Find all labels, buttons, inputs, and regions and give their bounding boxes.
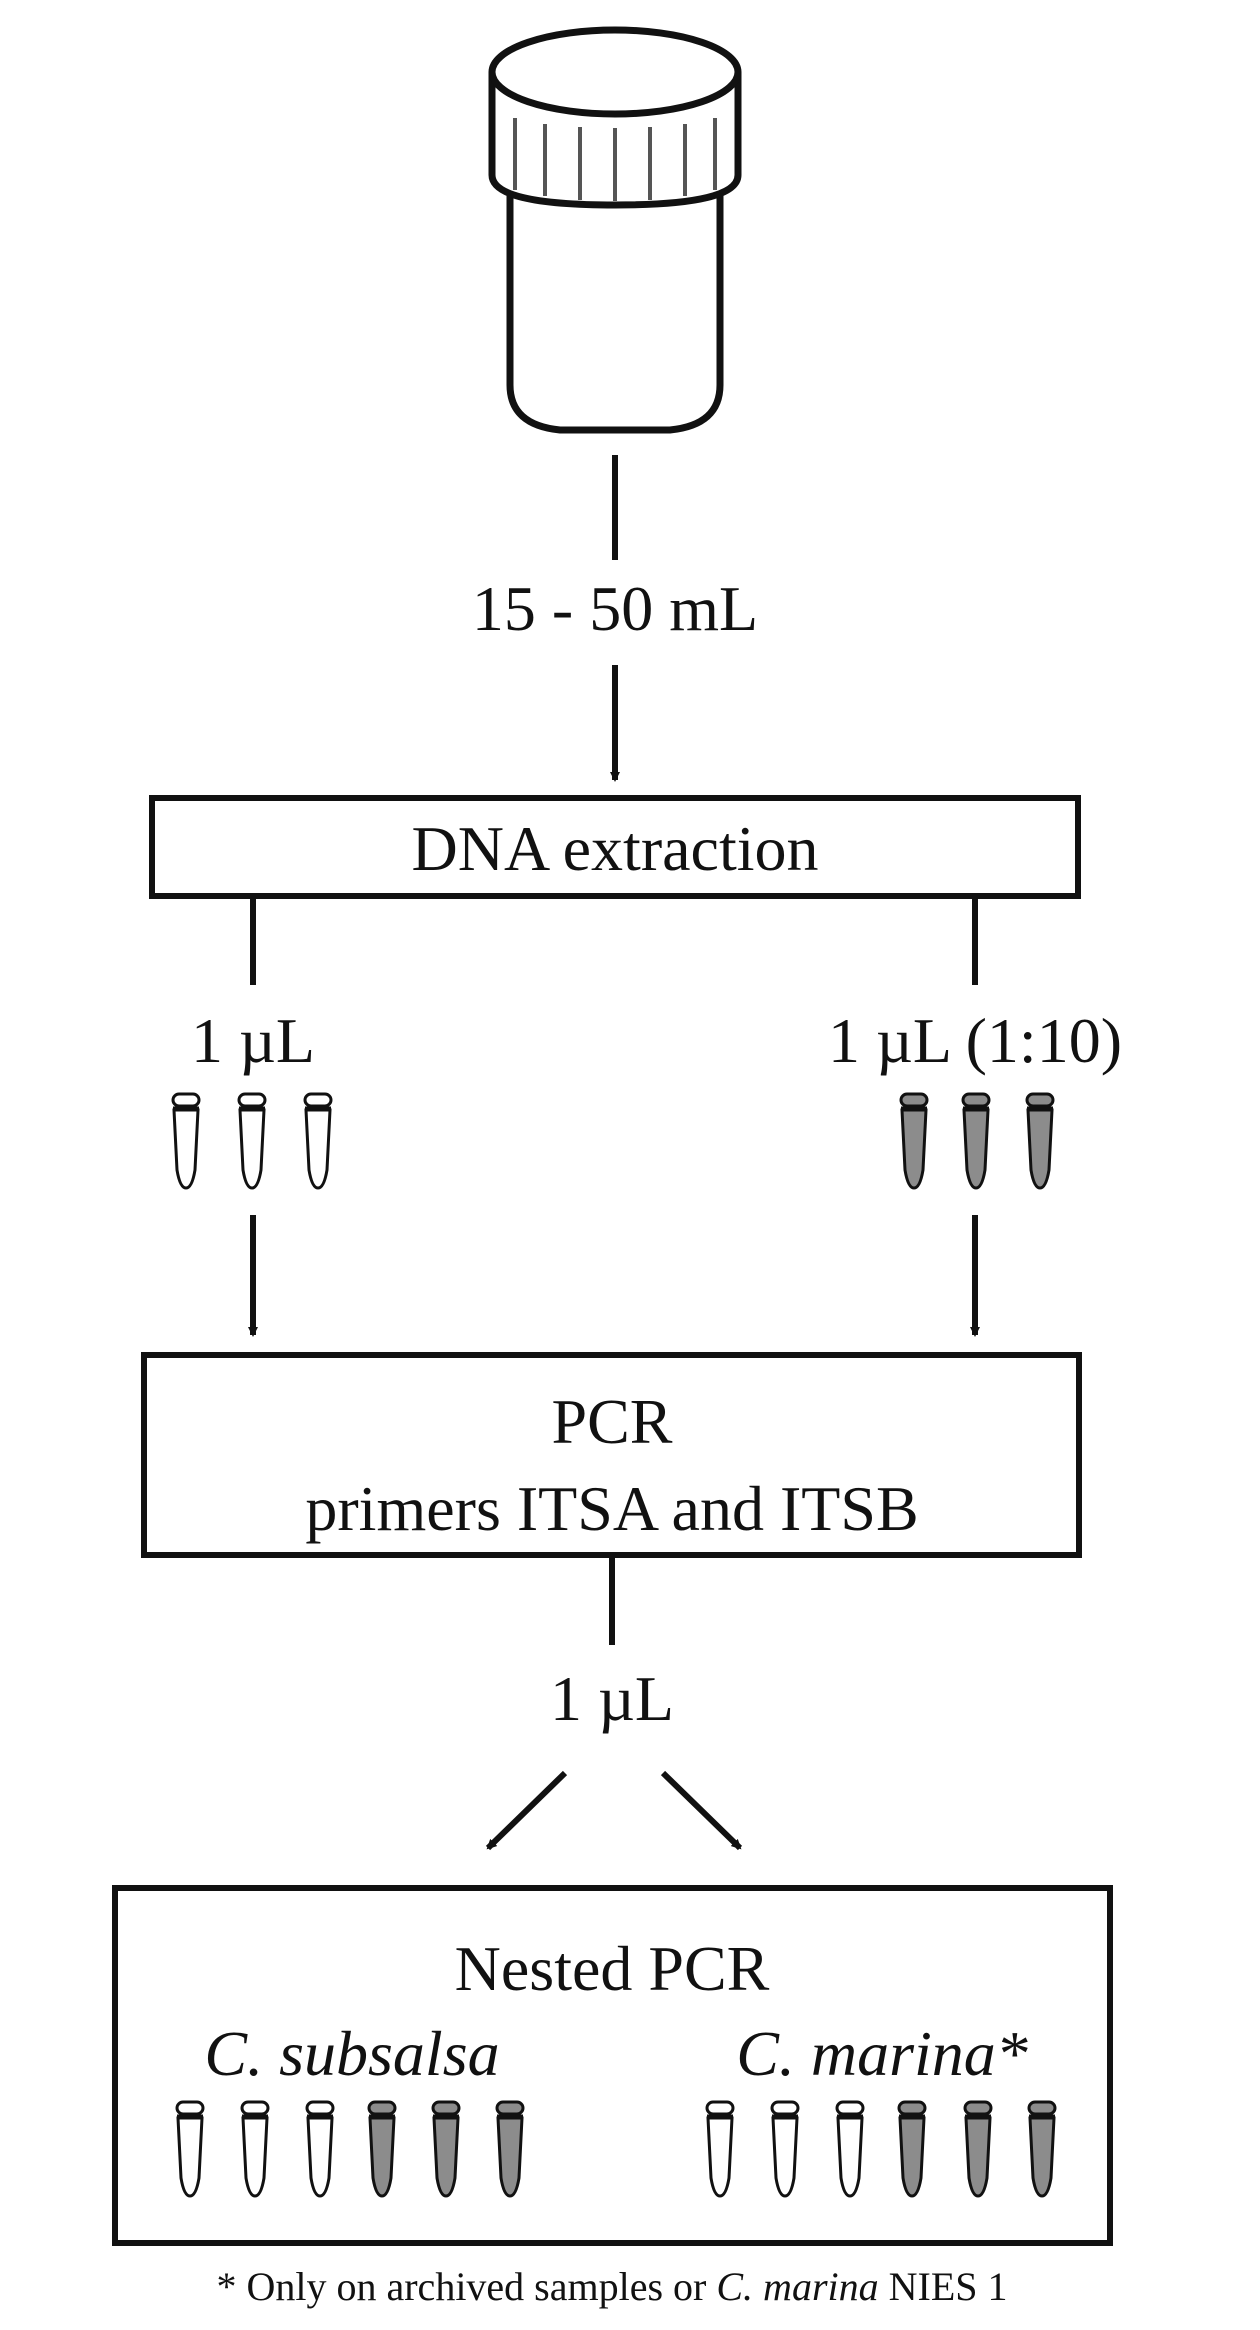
right-aliquot-label: 1 µL (1:10): [828, 1005, 1122, 1076]
microcentrifuge-tube-icon: [899, 1092, 929, 1190]
microcentrifuge-tube-icon: [961, 1092, 991, 1190]
microcentrifuge-tube-icon: [240, 2100, 270, 2198]
pcr-primers-label: primers ITSA and ITSB: [305, 1473, 918, 1544]
microcentrifuge-tube-icon: [897, 2100, 927, 2198]
footnote: * Only on archived samples or C. marina …: [216, 2264, 1007, 2309]
microcentrifuge-tube-icon: [305, 2100, 335, 2198]
nested-pcr-title: Nested PCR: [455, 1933, 770, 2004]
pcr-title: PCR: [552, 1386, 673, 1457]
microcentrifuge-tube-icon: [1025, 1092, 1055, 1190]
microcentrifuge-tube-icon: [175, 2100, 205, 2198]
footnote-prefix: * Only on archived samples or: [216, 2264, 716, 2309]
species-left-label: C. subsalsa: [204, 2018, 499, 2089]
microcentrifuge-tube-icon: [495, 2100, 525, 2198]
species-right-label: C. marina*: [736, 2018, 1028, 2089]
nested-pcr-box: [112, 1885, 1113, 2246]
microcentrifuge-tube-icon: [770, 2100, 800, 2198]
arrow: [485, 1770, 568, 1851]
microcentrifuge-tube-icon: [237, 1092, 267, 1190]
microcentrifuge-tube-icon: [835, 2100, 865, 2198]
left-aliquot-label: 1 µL: [191, 1005, 315, 1076]
tube-group-undiluted: [171, 1092, 333, 1190]
footnote-species: C. marina: [716, 2264, 878, 2309]
dna-extraction-box: [149, 795, 1081, 899]
microcentrifuge-tube-icon: [431, 2100, 461, 2198]
volume-label: 15 - 50 mL: [472, 573, 758, 644]
microcentrifuge-tube-icon: [1027, 2100, 1057, 2198]
footnote-suffix: NIES 1: [879, 2264, 1008, 2309]
microcentrifuge-tube-icon: [303, 1092, 333, 1190]
microcentrifuge-tube-icon: [171, 1092, 201, 1190]
tube-group-diluted: [899, 1092, 1055, 1190]
microcentrifuge-tube-icon: [705, 2100, 735, 2198]
nested-aliquot-label: 1 µL: [550, 1663, 674, 1734]
microcentrifuge-tube-icon: [367, 2100, 397, 2198]
sample-jar-icon: [488, 26, 742, 434]
dna-extraction-label: DNA extraction: [412, 813, 819, 884]
arrow: [660, 1770, 743, 1851]
microcentrifuge-tube-icon: [963, 2100, 993, 2198]
